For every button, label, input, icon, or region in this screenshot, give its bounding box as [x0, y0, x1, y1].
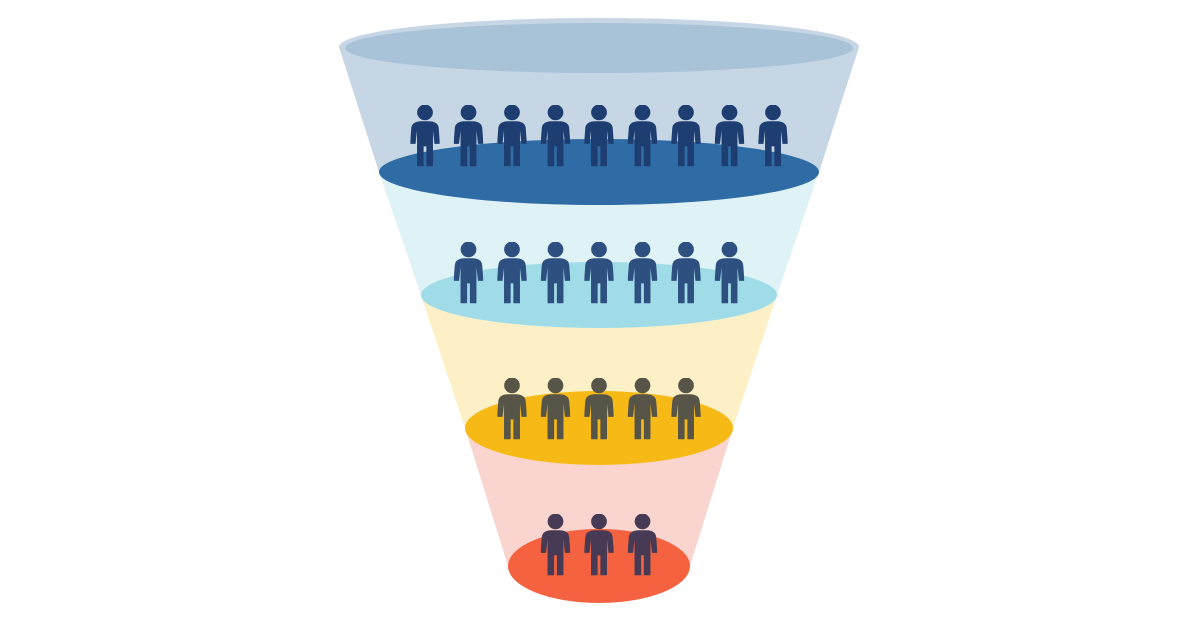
funnel-mouth-surface [345, 23, 853, 73]
funnel-floor-stage-1 [379, 139, 819, 205]
funnel-floor-stage-3 [465, 391, 733, 465]
